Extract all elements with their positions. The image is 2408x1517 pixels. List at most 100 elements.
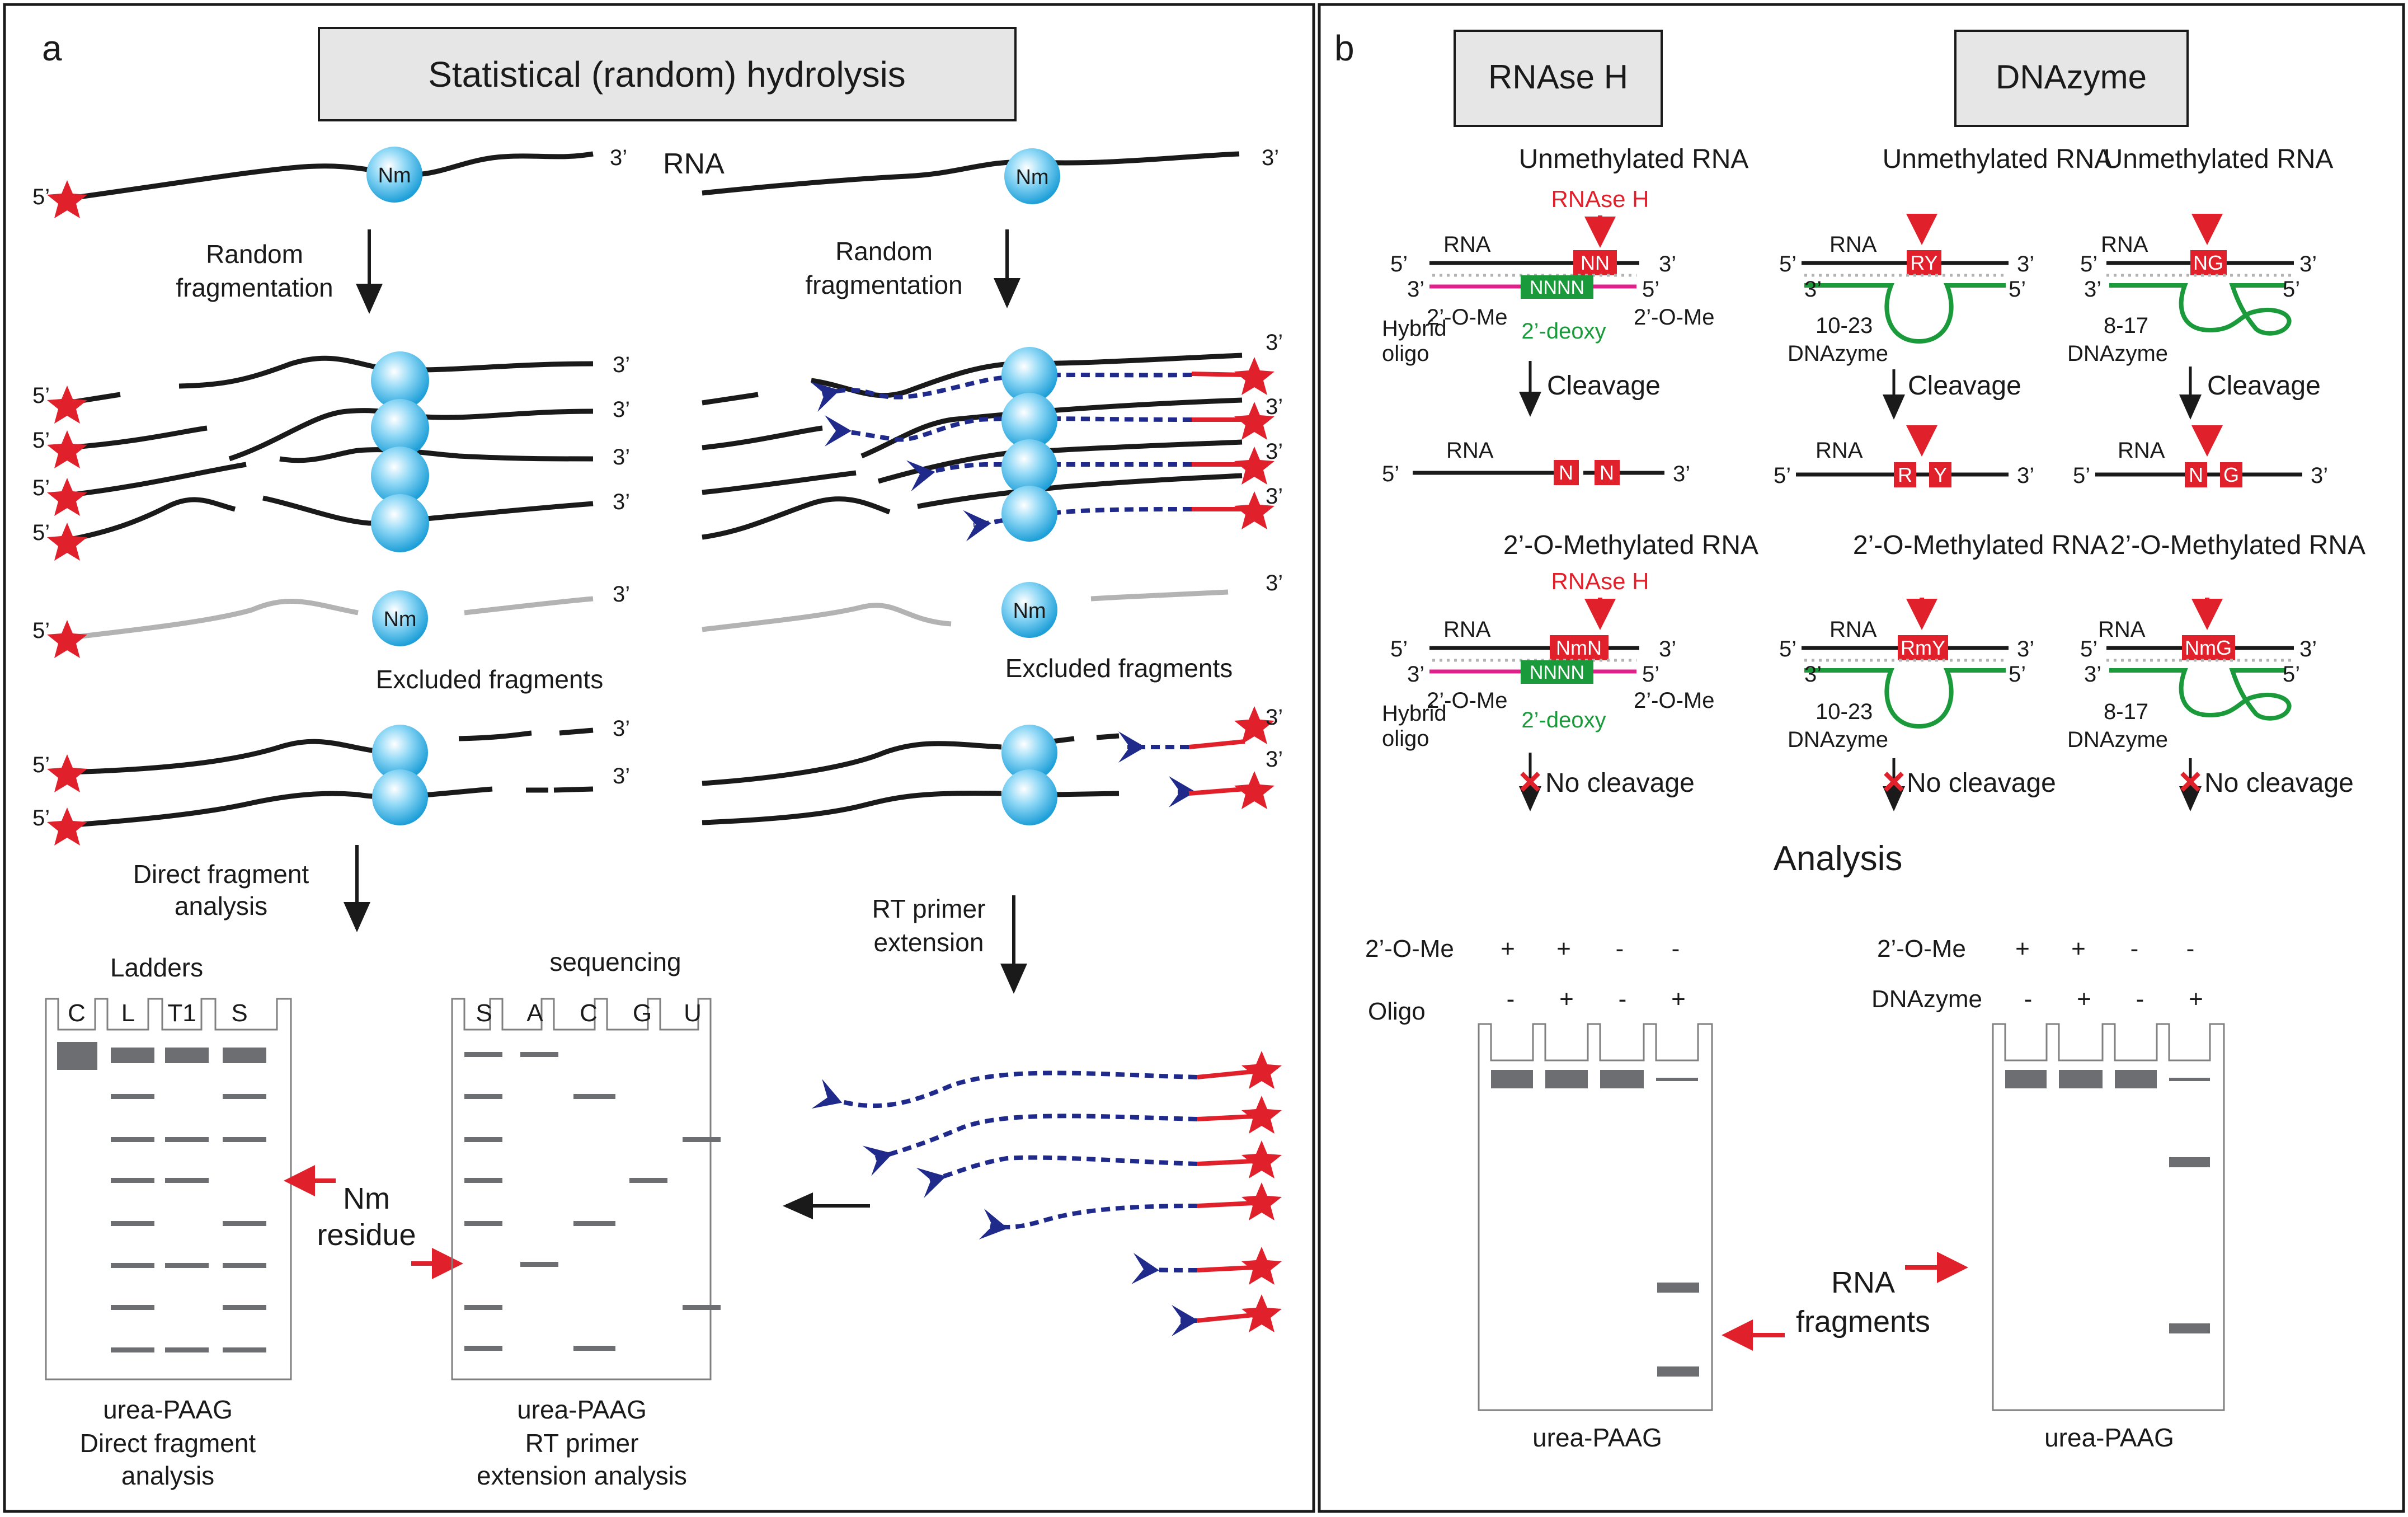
star-icon (1234, 491, 1274, 529)
sign-label: - (2130, 935, 2139, 962)
dnazyme-title: DNAzyme (1996, 58, 2147, 96)
five-prime-label: 5’ (1779, 637, 1796, 661)
gel-caption: extension analysis (477, 1461, 687, 1490)
sign-label: - (1619, 985, 1627, 1013)
three-prime-label: 3’ (613, 445, 630, 469)
lane-label: S (476, 999, 492, 1027)
sign-label: - (2136, 985, 2144, 1013)
nn-label: NN (1581, 251, 1610, 274)
five-prime-label: 5’ (2283, 277, 2300, 302)
sign-label: + (2077, 985, 2091, 1013)
ome-label: 2’-O-Me (1634, 688, 1714, 713)
gel-caption: RT primer (525, 1429, 639, 1458)
five-prime-label: 5’ (32, 618, 50, 643)
nmg-label: NmG (2185, 636, 2232, 659)
dnazyme-1023-label: DNAzyme (1788, 341, 1888, 366)
five-prime-label: 5’ (1779, 252, 1796, 276)
sign-label: - (1672, 935, 1680, 962)
star-icon (1241, 1294, 1282, 1332)
unmethylated-rna-label: Unmethylated RNA (2104, 144, 2334, 174)
intact-rna-left: Nm (47, 147, 594, 218)
random-fragmentation-label: Random (206, 239, 303, 269)
rnase-h-small-label: RNAse H (1551, 568, 1649, 594)
star-icon (47, 478, 87, 516)
five-prime-label: 5’ (32, 185, 50, 209)
gel-sequencing (451, 998, 721, 1380)
lane-label: A (526, 999, 543, 1027)
rna-label: RNA (1816, 438, 1863, 463)
three-prime-label: 3’ (613, 764, 630, 788)
three-prime-label: 3’ (1266, 747, 1283, 772)
random-fragmentation-label: fragmentation (176, 273, 333, 302)
three-prime-label: 3’ (1266, 394, 1283, 419)
n-label: N (2189, 463, 2203, 486)
sign-label: + (2071, 935, 2086, 962)
rna-label: RNA (663, 148, 725, 180)
star-icon (1234, 447, 1274, 485)
n-label: N (1559, 461, 1573, 484)
star-icon (47, 386, 87, 424)
star-icon (47, 620, 87, 658)
dnazyme-1023-label: 10-23 (1816, 699, 1873, 724)
hybrid-oligo-label: oligo (1382, 726, 1429, 751)
extension-stars (1241, 1051, 1282, 1332)
rna-fragments-label: fragments (1796, 1305, 1930, 1338)
five-prime-label: 5’ (1774, 463, 1791, 488)
five-prime-label: 5’ (2009, 277, 2026, 302)
star-icon (1241, 1096, 1282, 1134)
no-cleavage-label: No cleavage (1545, 768, 1695, 798)
dnazyme-1023-unmethylated: RY (1802, 214, 2009, 344)
dnazyme-1023-label: 10-23 (1816, 313, 1873, 338)
star-icon (1234, 706, 1274, 744)
lane-label: C (580, 999, 598, 1027)
extension-products (811, 1070, 1198, 1336)
star-icon (47, 430, 87, 468)
rnase-h-small-label: RNAse H (1551, 186, 1649, 212)
sign-label: - (2024, 985, 2033, 1013)
lane-label: T1 (167, 999, 196, 1027)
x-icon (1520, 772, 1540, 792)
sign-label: + (1671, 985, 1686, 1013)
five-prime-label: 5’ (2080, 252, 2097, 276)
five-prime-label: 5’ (2009, 662, 2026, 687)
lane-label: S (231, 999, 247, 1027)
dnazyme-row-label: DNAzyme (1871, 985, 1982, 1013)
star-icon (1234, 402, 1274, 440)
three-prime-label: 3’ (2084, 277, 2101, 302)
sign-label: + (2189, 985, 2203, 1013)
primer-red-right (1191, 372, 1245, 511)
rna-label: RNA (2101, 232, 2148, 257)
ng-label: NG (2193, 251, 2223, 274)
rna-label: RNA (1443, 232, 1491, 257)
panel-a-frame (3, 3, 1315, 1513)
lane-label: U (684, 999, 702, 1027)
gel-caption: urea-PAAG (103, 1395, 233, 1424)
three-prime-label: 3’ (613, 582, 630, 607)
five-prime-label: 5’ (32, 806, 50, 830)
methylated-rna-label: 2’-O-Methylated RNA (1503, 530, 1758, 560)
fragments-left (67, 355, 594, 543)
five-prime-label: 5’ (32, 476, 50, 500)
three-prime-label: 3’ (1659, 637, 1676, 661)
three-prime-label: 3’ (1407, 662, 1424, 687)
gel-rnase-h (1478, 1023, 1713, 1411)
hybrid-oligo-label: oligo (1382, 341, 1429, 366)
ry-label: RY (1910, 251, 1937, 274)
primer-stars-right (1234, 357, 1274, 529)
rnase-h-cleaved: N N (1413, 460, 1664, 485)
excluded-right: Nm (702, 582, 1229, 638)
rt-primer-extension-label: RT primer (872, 894, 986, 923)
star-icon (47, 754, 87, 792)
rnase-h-title: RNAse H (1488, 58, 1628, 96)
dnazyme-1023-cleaved: R Y (1796, 425, 2009, 487)
cleavage-label: Cleavage (1908, 371, 2021, 401)
gel-caption: urea-PAAG (517, 1395, 647, 1424)
three-prime-label: 3’ (2311, 463, 2328, 488)
dnazyme-1023-label: DNAzyme (1788, 727, 1888, 752)
direct-fragment-analysis-label: analysis (175, 891, 267, 920)
dnazyme-1023-methylated: RmY (1802, 598, 2009, 729)
star-icon (1241, 1182, 1282, 1220)
three-prime-label: 3’ (2084, 662, 2101, 687)
cleavage-label: Cleavage (2207, 371, 2321, 401)
random-fragmentation-label: fragmentation (805, 270, 962, 299)
